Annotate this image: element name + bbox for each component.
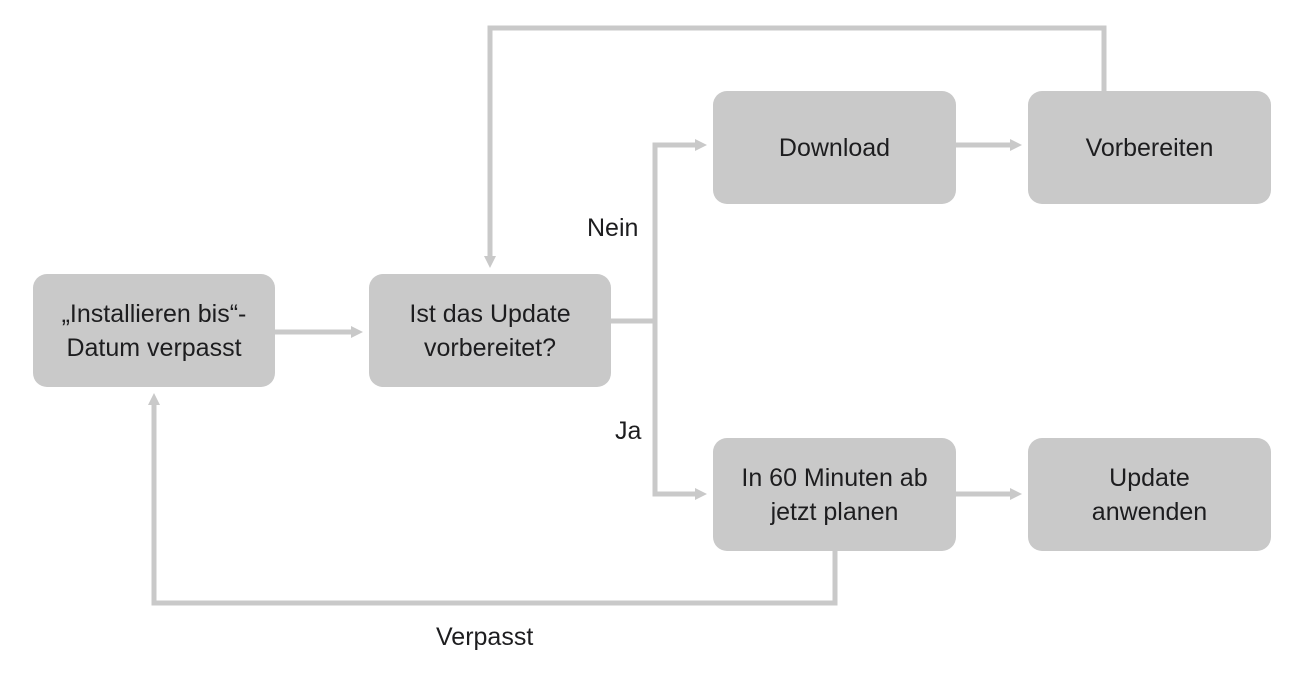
arrow-split-to-download (652, 139, 707, 321)
node-text: Ist das Update (409, 299, 571, 328)
edge-label-yes: Ja (615, 417, 642, 445)
node-text: vorbereitet? (423, 333, 557, 362)
node-text: jetzt planen (770, 497, 899, 526)
arrow-split-to-schedule (652, 321, 707, 500)
node-download: Download (713, 91, 956, 204)
node-text: In 60 Minuten ab (741, 463, 928, 492)
node-update-prepared-question: Ist das Update vorbereitet? (369, 274, 611, 387)
node-apply-update: Update anwenden (1028, 438, 1271, 551)
edge-label-missed: Verpasst (436, 623, 534, 651)
arrow-schedule-loop-to-missed (148, 393, 838, 606)
node-install-by-date-missed: „Installieren bis“- Datum verpasst (33, 274, 275, 387)
node-text: Download (778, 133, 891, 162)
node-prepare: Vorbereiten (1028, 91, 1271, 204)
node-text: Update (1109, 463, 1190, 492)
edge-label-no: Nein (587, 214, 639, 242)
node-text: Vorbereiten (1085, 133, 1214, 162)
node-text: „Installieren bis“- (61, 299, 247, 328)
node-schedule-in-60-minutes: In 60 Minuten ab jetzt planen (713, 438, 956, 551)
node-text: Datum verpasst (66, 333, 242, 362)
node-text: anwenden (1091, 497, 1208, 526)
arrow-prepare-loop-to-prepared (484, 25, 1107, 268)
